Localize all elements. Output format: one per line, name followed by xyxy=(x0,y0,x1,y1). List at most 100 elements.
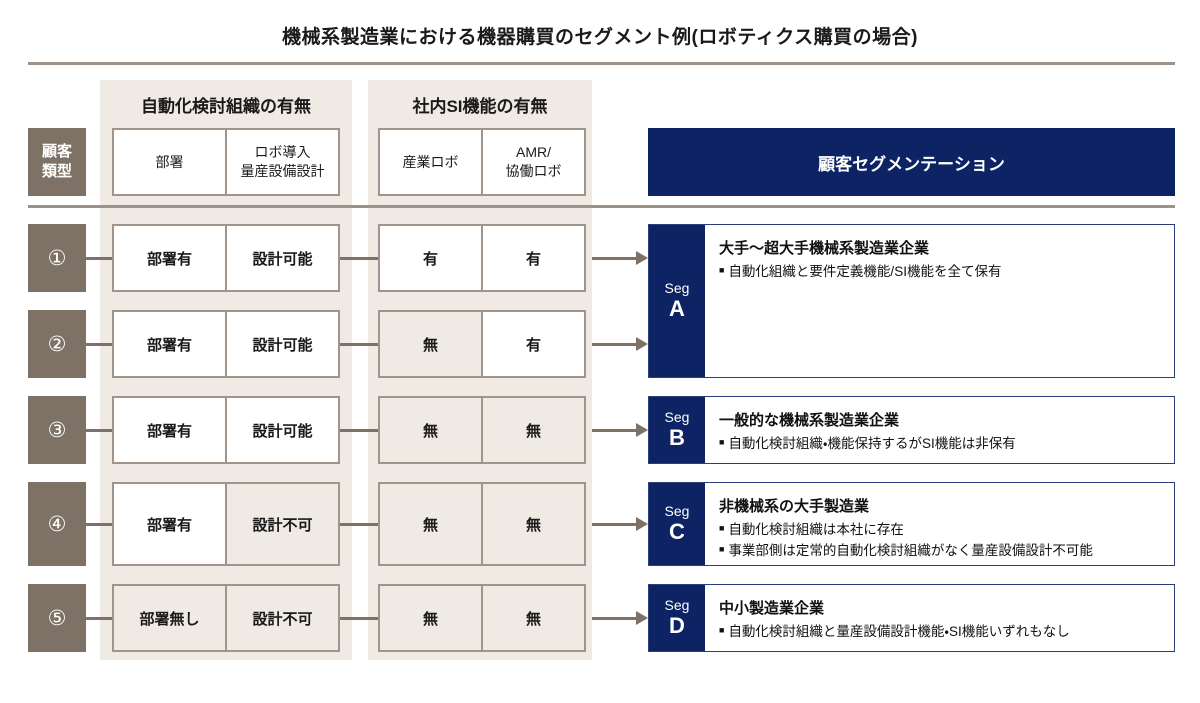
segment-title: 中小製造業企業 xyxy=(719,600,825,617)
value-cell[interactable]: 設計可能 xyxy=(225,312,338,376)
connector-line xyxy=(340,523,378,526)
arrow-head-icon xyxy=(636,611,648,625)
segment-body: 一般的な機械系製造業企業 ■自動化検討組織・機能保持するがSI機能は非保有 xyxy=(705,397,1174,463)
header-cell-robot-design-line1: ロボ導入 xyxy=(254,144,311,161)
header-cell-department-line1: 部署 xyxy=(155,153,184,170)
value-cell[interactable]: 部署無し xyxy=(114,586,225,650)
connector-line xyxy=(86,429,112,432)
segment-word: Seg xyxy=(664,597,690,614)
header-cell-amr-cobot: AMR/ 協働ロボ xyxy=(481,130,584,194)
arrow-line xyxy=(592,429,636,432)
group-heading-si: 社内SI機能の有無 xyxy=(412,97,548,116)
segment-bullet: ■自動化検討組織・機能保持するがSI機能は非保有 xyxy=(719,434,1174,455)
arrow-head-icon xyxy=(636,337,648,351)
value-cell[interactable]: 部署有 xyxy=(114,226,225,290)
header-cell-industrial-robot: 産業ロボ xyxy=(380,130,481,194)
arrow-line xyxy=(592,257,636,260)
value-table-si: 無無 xyxy=(378,584,586,652)
title-divider xyxy=(28,62,1175,65)
connector-line xyxy=(340,429,378,432)
header-cell-amr-cobot-line1: AMR/ xyxy=(516,144,551,161)
row-number-chip[interactable]: ② xyxy=(28,310,86,378)
segment-letter: C xyxy=(669,519,685,545)
value-cell[interactable]: 無 xyxy=(380,484,481,564)
segment-word: Seg xyxy=(664,409,690,426)
row-number-chip[interactable]: ① xyxy=(28,224,86,292)
segment-title: 一般的な機械系製造業企業 xyxy=(719,412,900,429)
segment-word: Seg xyxy=(664,503,690,520)
value-cell[interactable]: 無 xyxy=(380,398,481,462)
row-number-chip[interactable]: ③ xyxy=(28,396,86,464)
arrow-head-icon xyxy=(636,423,648,437)
segment-letter: B xyxy=(669,425,685,451)
segment-bullet-text: 自動化検討組織と量産設備設計機能・SI機能いずれもなし xyxy=(728,624,1070,639)
segment-bullet: ■自動化検討組織と量産設備設計機能・SI機能いずれもなし xyxy=(719,622,1174,643)
value-table-si: 有有 xyxy=(378,224,586,292)
segment-bullet-text: 自動化検討組織・機能保持するがSI機能は非保有 xyxy=(728,436,1016,451)
header-table-si: 産業ロボ AMR/ 協働ロボ xyxy=(378,128,586,196)
value-table-si: 無有 xyxy=(378,310,586,378)
segmentation-header: 顧客セグメンテーション xyxy=(648,128,1175,196)
header-table-organization: 部署 ロボ導入 量産設備設計 xyxy=(112,128,340,196)
value-cell[interactable]: 設計可能 xyxy=(225,226,338,290)
bullet-marker-icon: ■ xyxy=(719,265,725,275)
value-cell[interactable]: 部署有 xyxy=(114,312,225,376)
connector-line xyxy=(86,523,112,526)
bullet-marker-icon: ■ xyxy=(719,437,725,447)
value-table-organization: 部署有設計可能 xyxy=(112,396,340,464)
value-cell[interactable]: 無 xyxy=(481,484,584,564)
connector-line xyxy=(340,257,378,260)
header-cell-robot-design-line2: 量産設備設計 xyxy=(240,163,325,179)
value-cell[interactable]: 部署有 xyxy=(114,484,225,564)
value-table-si: 無無 xyxy=(378,396,586,464)
value-table-organization: 部署有設計不可 xyxy=(112,482,340,566)
segment-bullet-text: 自動化検討組織は本社に存在 xyxy=(728,522,904,537)
value-cell[interactable]: 有 xyxy=(481,312,584,376)
value-cell[interactable]: 無 xyxy=(380,586,481,650)
arrow-line xyxy=(592,343,636,346)
header-cell-robot-design: ロボ導入 量産設備設計 xyxy=(225,130,338,194)
segment-letter: D xyxy=(669,613,685,639)
row-number-chip[interactable]: ⑤ xyxy=(28,584,86,652)
segment-title: 大手～超大手機械系製造業企業 xyxy=(719,240,930,257)
arrow-head-icon xyxy=(636,517,648,531)
value-cell[interactable]: 設計不可 xyxy=(225,586,338,650)
arrow-line xyxy=(592,617,636,620)
header-cell-amr-cobot-line2: 協働ロボ xyxy=(505,163,562,179)
segment-bullet: ■自動化組織と要件定義機能/SI機能を全て保有 xyxy=(719,262,1174,283)
bullet-marker-icon: ■ xyxy=(719,543,725,554)
group-heading-organization: 自動化検討組織の有無 xyxy=(141,97,311,116)
segment-body: 中小製造業企業 ■自動化検討組織と量産設備設計機能・SI機能いずれもなし xyxy=(705,585,1174,651)
segment-body: 大手～超大手機械系製造業企業 ■自動化組織と要件定義機能/SI機能を全て保有 xyxy=(705,225,1174,377)
arrow-line xyxy=(592,523,636,526)
value-cell[interactable]: 無 xyxy=(481,586,584,650)
header-cell-industrial-robot-line1: 産業ロボ xyxy=(402,153,459,170)
value-cell[interactable]: 有 xyxy=(481,226,584,290)
value-cell[interactable]: 無 xyxy=(380,312,481,376)
value-table-organization: 部署無し設計不可 xyxy=(112,584,340,652)
value-table-si: 無無 xyxy=(378,482,586,566)
segment-bullet: ■自動化検討組織は本社に存在 xyxy=(719,520,1174,541)
connector-line xyxy=(86,257,112,260)
value-cell[interactable]: 無 xyxy=(481,398,584,462)
connector-line xyxy=(340,343,378,346)
segment-title: 非機械系の大手製造業 xyxy=(719,498,870,515)
value-cell[interactable]: 設計不可 xyxy=(225,484,338,564)
arrow-head-icon xyxy=(636,251,648,265)
connector-line xyxy=(340,617,378,620)
value-cell[interactable]: 部署有 xyxy=(114,398,225,462)
bullet-marker-icon: ■ xyxy=(719,523,725,533)
value-cell[interactable]: 有 xyxy=(380,226,481,290)
row-number-chip[interactable]: ④ xyxy=(28,482,86,566)
segment-bullet-text: 自動化組織と要件定義機能/SI機能を全て保有 xyxy=(728,264,1002,279)
value-cell[interactable]: 設計可能 xyxy=(225,398,338,462)
value-table-organization: 部署有設計可能 xyxy=(112,310,340,378)
